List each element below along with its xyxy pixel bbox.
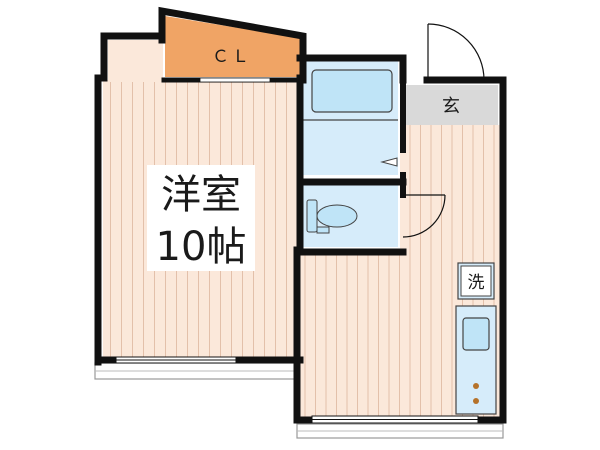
walls (94, 6, 507, 424)
closet-area (165, 16, 300, 77)
entrance-door (427, 23, 485, 81)
hall-floor (400, 125, 500, 255)
room-label-background (147, 165, 255, 271)
alcove-floor (108, 40, 163, 82)
balcony-left (94, 362, 296, 380)
window-bottom-right (311, 415, 479, 424)
kitchen-sink (462, 317, 490, 351)
entrance-area (405, 85, 498, 125)
room-size-label: 10帖 (156, 224, 247, 270)
laundry-label: 洗 (468, 273, 485, 293)
toilet-icon (306, 199, 358, 234)
bathtub (311, 69, 393, 113)
stove-burners (473, 383, 479, 404)
toilet-door (402, 194, 446, 238)
window-closet (199, 77, 271, 83)
balcony-right (296, 423, 504, 439)
window-bottom-left (115, 356, 237, 364)
entrance-label: 玄 (442, 96, 460, 117)
laundry-label-bg (460, 265, 492, 297)
closet-label: ＣＬ (212, 47, 252, 67)
room-name-label: 洋室 (161, 172, 241, 218)
sink-mark (380, 157, 398, 167)
